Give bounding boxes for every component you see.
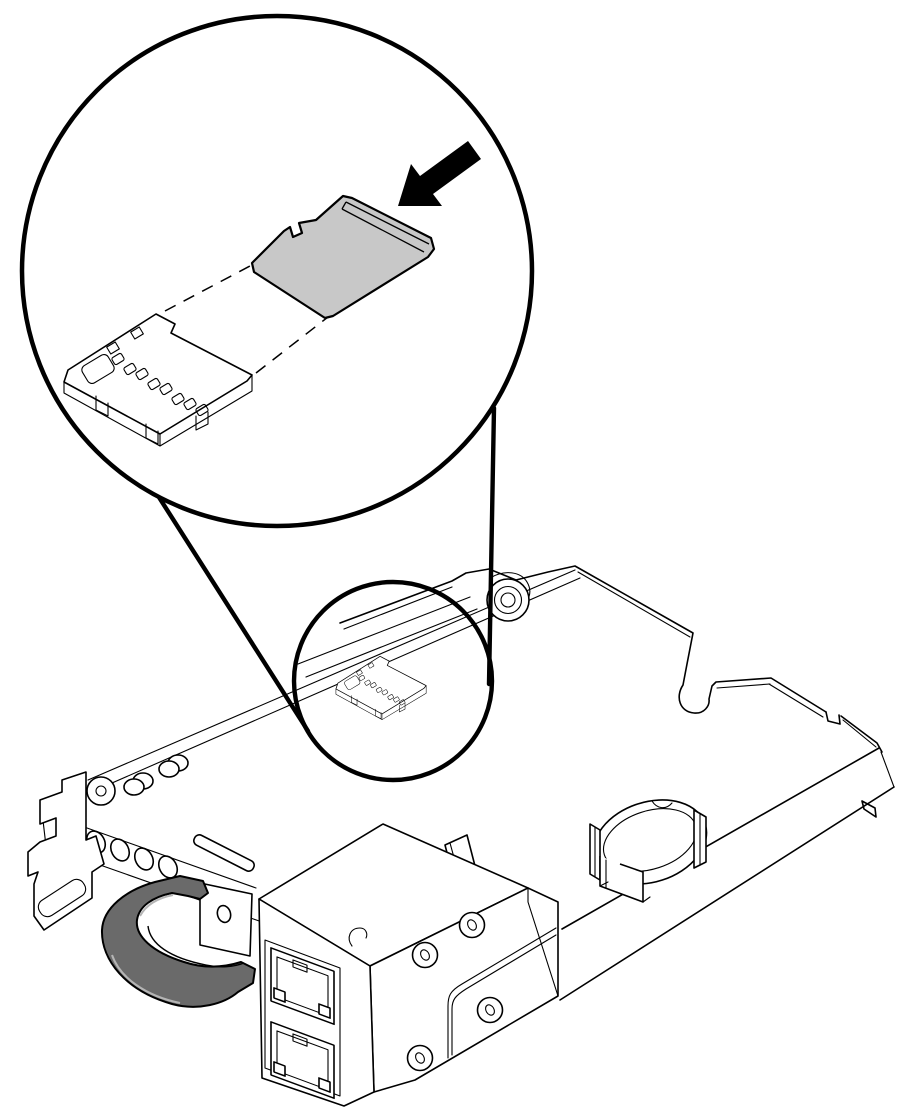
callout-cone (152, 405, 497, 734)
handle-plate (199, 882, 253, 957)
box-edge-line (527, 887, 559, 997)
standoff-posts (86, 754, 189, 806)
port-led (318, 1003, 331, 1019)
port-led (318, 1077, 331, 1093)
port-bezel (264, 939, 341, 1097)
rail-slot (193, 834, 255, 872)
microsd-card (250, 194, 436, 320)
spring-clip (348, 927, 368, 947)
port-led (273, 987, 286, 1003)
io-module-box (258, 823, 559, 1107)
pull-handle (100, 875, 256, 1008)
alignment-guides (164, 265, 329, 374)
front-bracket (27, 771, 105, 931)
port-led (273, 1061, 286, 1077)
battery-holder (589, 799, 708, 903)
ethernet-port-upper (270, 947, 335, 1026)
washer-screws (406, 911, 504, 1072)
detail-circle (291, 579, 495, 783)
ethernet-ports (270, 947, 335, 1100)
insertion-arrow (398, 141, 481, 206)
plate-hole (216, 904, 232, 924)
tray-top-plate (339, 565, 895, 1001)
magnifier-callout (19, 13, 535, 529)
ethernet-port-lower (270, 1021, 335, 1100)
rail-oval-hole (109, 838, 131, 862)
rail-oval-hole (133, 847, 155, 871)
bracket-slot (37, 878, 87, 918)
chassis-tray (27, 565, 895, 1107)
screw-grommet (486, 572, 531, 622)
box-flange (447, 927, 557, 1059)
